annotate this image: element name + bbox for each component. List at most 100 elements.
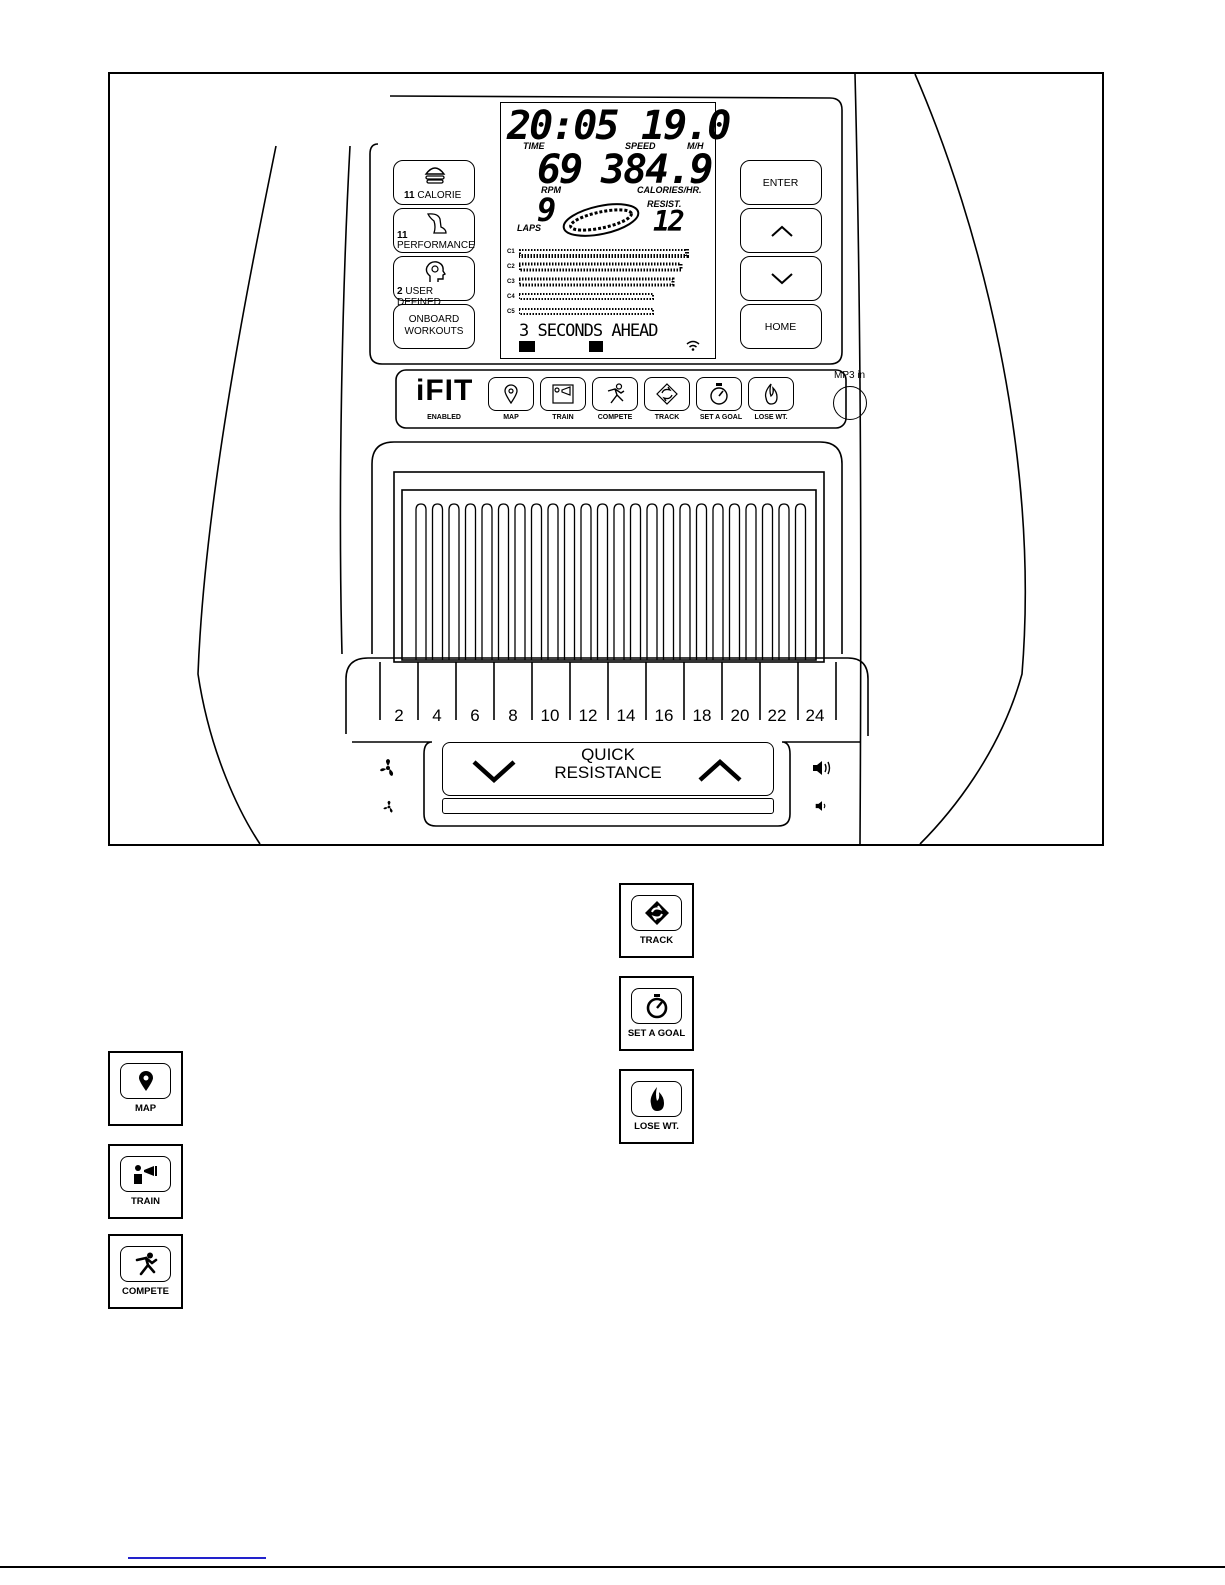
winged-foot-icon [426, 213, 447, 234]
grille-slat [497, 503, 510, 660]
scale-number: 12 [578, 706, 598, 725]
lcd-speed-value: 19.0 [641, 103, 731, 149]
lcd-resist-label: RESIST. [647, 199, 682, 209]
flame-icon [764, 383, 778, 405]
map-card-label: MAP [134, 1103, 157, 1114]
ifit-status-icon [519, 341, 535, 352]
lap-track-icon [562, 203, 640, 237]
up-arrow-button[interactable] [740, 208, 822, 253]
set-a-goal-label: SET A GOAL [699, 414, 743, 421]
lose-weight-button[interactable] [748, 377, 794, 411]
track-card-button [631, 895, 682, 931]
user-defined-label: USER DEFINED [397, 286, 441, 308]
train-card-button [120, 1156, 171, 1192]
grille-slat [662, 503, 675, 660]
lcd-time-label: TIME [523, 141, 545, 151]
lcd-calories-label: CALORIES/HR. [637, 185, 702, 195]
volume-up-icon[interactable] [812, 760, 832, 776]
lcd-speed-label: SPEED [625, 141, 656, 151]
fan-low-icon[interactable] [382, 800, 396, 814]
calorie-label: CALORIE [417, 190, 462, 201]
down-arrow-button[interactable] [740, 256, 822, 301]
calorie-program-button[interactable]: 11 CALORIE [393, 160, 475, 205]
mp3-input-jack[interactable] [833, 386, 867, 420]
grille-slat [745, 503, 757, 660]
compete-card-button [120, 1246, 171, 1282]
lcd-time-value: 20:05 [507, 103, 619, 149]
performance-count: 11 [397, 230, 408, 241]
scale-number: 10 [540, 706, 560, 725]
page-footer-rule [0, 1566, 1225, 1568]
scale-number: 20 [730, 706, 750, 725]
mp3-label: MP3 in [834, 370, 866, 381]
quick-resistance-down-button[interactable] [470, 758, 518, 784]
lcd-channel-label: C5 [507, 309, 515, 315]
scale-number: 24 [805, 706, 825, 725]
track-arrows-icon [644, 901, 669, 925]
calorie-count: 11 [404, 190, 415, 201]
scale-number: 4 [432, 706, 442, 725]
lcd-calories-value: 384.9 [601, 147, 713, 193]
lcd-channel-label: C2 [507, 264, 515, 270]
map-label: MAP [503, 414, 519, 421]
onboard-workouts-label: ONBOARD WORKOUTS [404, 314, 464, 337]
lcd-laps-label: LAPS [517, 223, 542, 233]
runner-status-icon [589, 341, 603, 352]
grille-slat [761, 503, 774, 660]
trainer-megaphone-icon [552, 384, 574, 404]
track-arrows-icon [656, 383, 678, 405]
map-card-button [120, 1063, 171, 1099]
grille-slat [778, 503, 790, 660]
lcd-progress-bars [519, 249, 689, 315]
lcd-rpm-value: 69 [537, 147, 583, 193]
burger-icon [424, 167, 446, 184]
user-defined-count: 2 [397, 286, 403, 297]
grille-slat [679, 503, 691, 660]
track-button[interactable] [644, 377, 690, 411]
lcd-channel-label: C1 [507, 249, 515, 255]
ifit-logo: iFIT [416, 374, 474, 407]
onboard-workouts-button[interactable]: ONBOARD WORKOUTS [393, 304, 475, 349]
compete-button[interactable] [592, 377, 638, 411]
scale-number: 2 [394, 706, 404, 725]
volume-down-icon[interactable] [815, 800, 829, 812]
lose-weight-card-label: LOSE WT. [634, 1121, 679, 1132]
map-button[interactable] [488, 377, 534, 411]
console-diagram: 20:05 19.0 TIME SPEED M/H 69 384.9 RPM C… [108, 72, 1104, 846]
page-footer-link[interactable] [128, 1557, 266, 1559]
compete-card-label: COMPETE [122, 1286, 169, 1297]
set-a-goal-card: SET A GOAL [619, 976, 694, 1051]
chevron-up-icon [698, 758, 742, 782]
fan-high-icon[interactable] [378, 758, 398, 778]
grille-slat [580, 503, 592, 660]
grille-slat [563, 503, 576, 660]
lcd-channel-label: C4 [507, 294, 515, 300]
grille-slat [514, 503, 526, 660]
enter-button[interactable]: ENTER [740, 160, 822, 205]
grille-slat [646, 503, 658, 660]
map-pin-icon [138, 1071, 153, 1091]
quick-resistance-up-button[interactable] [696, 758, 744, 784]
lose-weight-label: LOSE WT. [754, 414, 788, 421]
scale-number: 22 [767, 706, 787, 725]
train-label: TRAIN [552, 414, 574, 421]
home-button[interactable]: HOME [740, 304, 822, 349]
set-a-goal-button[interactable] [696, 377, 742, 411]
quick-resistance-bottom-strip [442, 798, 774, 814]
train-button[interactable] [540, 377, 586, 411]
grille-slat [794, 503, 807, 660]
lcd-screen: 20:05 19.0 TIME SPEED M/H 69 384.9 RPM C… [500, 102, 731, 359]
lcd-speed-unit: M/H [687, 141, 704, 151]
track-card-label: TRACK [639, 935, 674, 946]
track-card: TRACK [619, 883, 694, 958]
runner-icon [135, 1252, 157, 1276]
compete-label: COMPETE [597, 414, 633, 421]
lose-weight-card-button [631, 1081, 682, 1117]
scale-number: 16 [654, 706, 674, 725]
user-defined-program-button[interactable]: 2 USER DEFINED [393, 256, 475, 308]
performance-program-button[interactable]: 11 PERFORMANCE [393, 208, 475, 253]
chevron-down-icon [472, 760, 516, 784]
grille-slat [728, 503, 741, 660]
quick-resistance-line2: RESISTANCE [554, 763, 662, 782]
scale-number: 8 [508, 706, 518, 725]
